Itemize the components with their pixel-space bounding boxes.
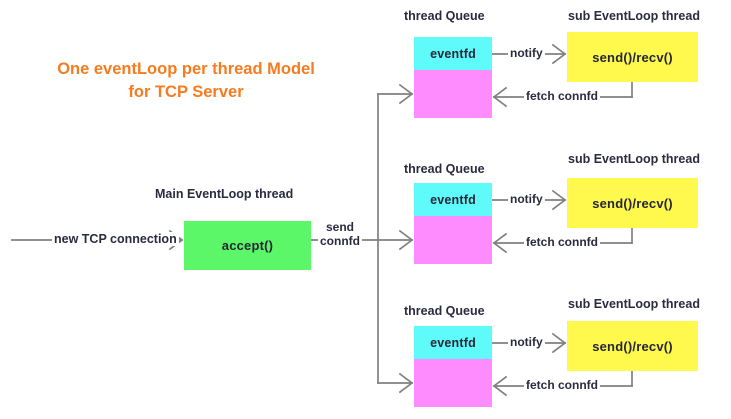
thread-queue-box-1[interactable] [414, 70, 492, 118]
arrowhead-notify-1 [551, 43, 567, 65]
fetch-connfd-label-1: fetch connfd [524, 89, 600, 104]
send-recv-box-3[interactable]: send()/recv() [567, 321, 698, 371]
arrowhead-branch-3 [398, 372, 414, 394]
sub-eventloop-thread-label-3: sub EventLoop thread [568, 297, 700, 311]
send-recv-box-1[interactable]: send()/recv() [567, 32, 698, 82]
send-recv-box-2[interactable]: send()/recv() [567, 178, 698, 228]
sub-eventloop-thread-label-1: sub EventLoop thread [568, 9, 700, 23]
fetch-connfd-label-2: fetch connfd [524, 235, 600, 250]
notify-label-3: notify [508, 335, 545, 350]
sub-eventloop-thread-label-2: sub EventLoop thread [568, 152, 700, 166]
thread-queue-box-2[interactable] [414, 216, 492, 264]
thread-queue-label-1: thread Queue [404, 9, 485, 23]
eventfd-box-2[interactable]: eventfd [414, 183, 492, 216]
send-connfd-label: send connfd [318, 220, 362, 249]
notify-label-1: notify [508, 46, 545, 61]
eventfd-box-3[interactable]: eventfd [414, 326, 492, 359]
accept-box[interactable]: accept() [184, 221, 311, 270]
arrowhead-notify-2 [551, 189, 567, 211]
arrowhead-fetch-2 [492, 232, 508, 254]
arrowhead-fetch-3 [492, 375, 508, 397]
page-title: One eventLoop per thread Model for TCP S… [57, 60, 315, 102]
new-tcp-connection-label: new TCP connection [52, 232, 179, 247]
arrowhead-fetch-1 [492, 86, 508, 108]
thread-queue-label-2: thread Queue [404, 162, 485, 176]
arrowhead-notify-3 [551, 332, 567, 354]
thread-queue-label-3: thread Queue [404, 304, 485, 318]
thread-queue-box-3[interactable] [414, 359, 492, 407]
fetch-connfd-label-3: fetch connfd [524, 378, 600, 393]
main-eventloop-thread-label: Main EventLoop thread [155, 187, 294, 201]
notify-label-2: notify [508, 192, 545, 207]
arrowhead-branch-2 [398, 229, 414, 251]
arrowhead-branch-1 [398, 83, 414, 105]
eventfd-box-1[interactable]: eventfd [414, 37, 492, 70]
